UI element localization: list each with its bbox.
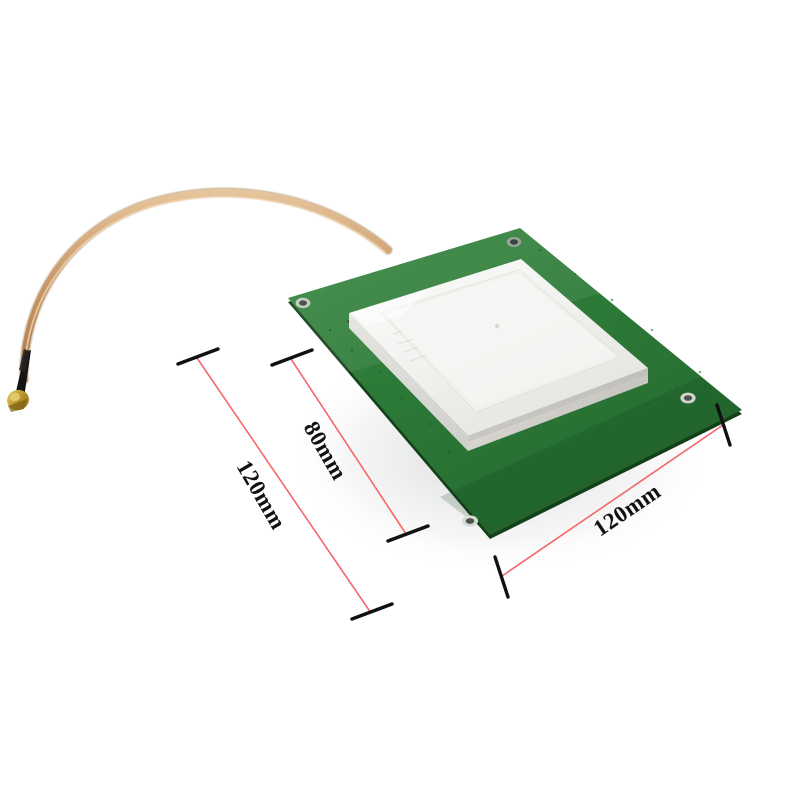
patch-inner-outline [383,271,618,410]
cable-specular [24,195,386,379]
dimension-tick-start [270,348,314,367]
dimension-line [501,424,724,577]
dimension-tick-end [386,524,430,543]
patch-bevel-shade [468,368,648,442]
mounting-hole-bottom-left [462,515,478,527]
dimension-line [290,358,407,535]
cable-jacket [20,188,392,384]
patch-surface-marks [392,330,428,362]
dimension-tick-end [350,602,394,621]
pcb-lower-shade [440,377,742,535]
white-ceramic-patch-antenna [347,259,648,451]
cable-boot [15,349,31,398]
dimension-line [196,357,372,614]
dimension-tick-end [715,403,732,447]
mounting-hole-bottom-right [680,392,696,404]
patch-inner-recess [379,269,622,413]
dimension-tick-start [176,347,220,366]
ipex-connector-icon [7,389,29,412]
coaxial-pigtail-cable [7,187,393,412]
patch-center-pin [494,323,500,329]
patch-corner-highlight [352,289,430,326]
mounting-hole-top-left [295,297,311,309]
patch-left-face [349,313,468,451]
mounting-hole-top-right [506,237,522,247]
dimension-tick-start [493,555,510,599]
pcb-speckles [328,248,702,514]
